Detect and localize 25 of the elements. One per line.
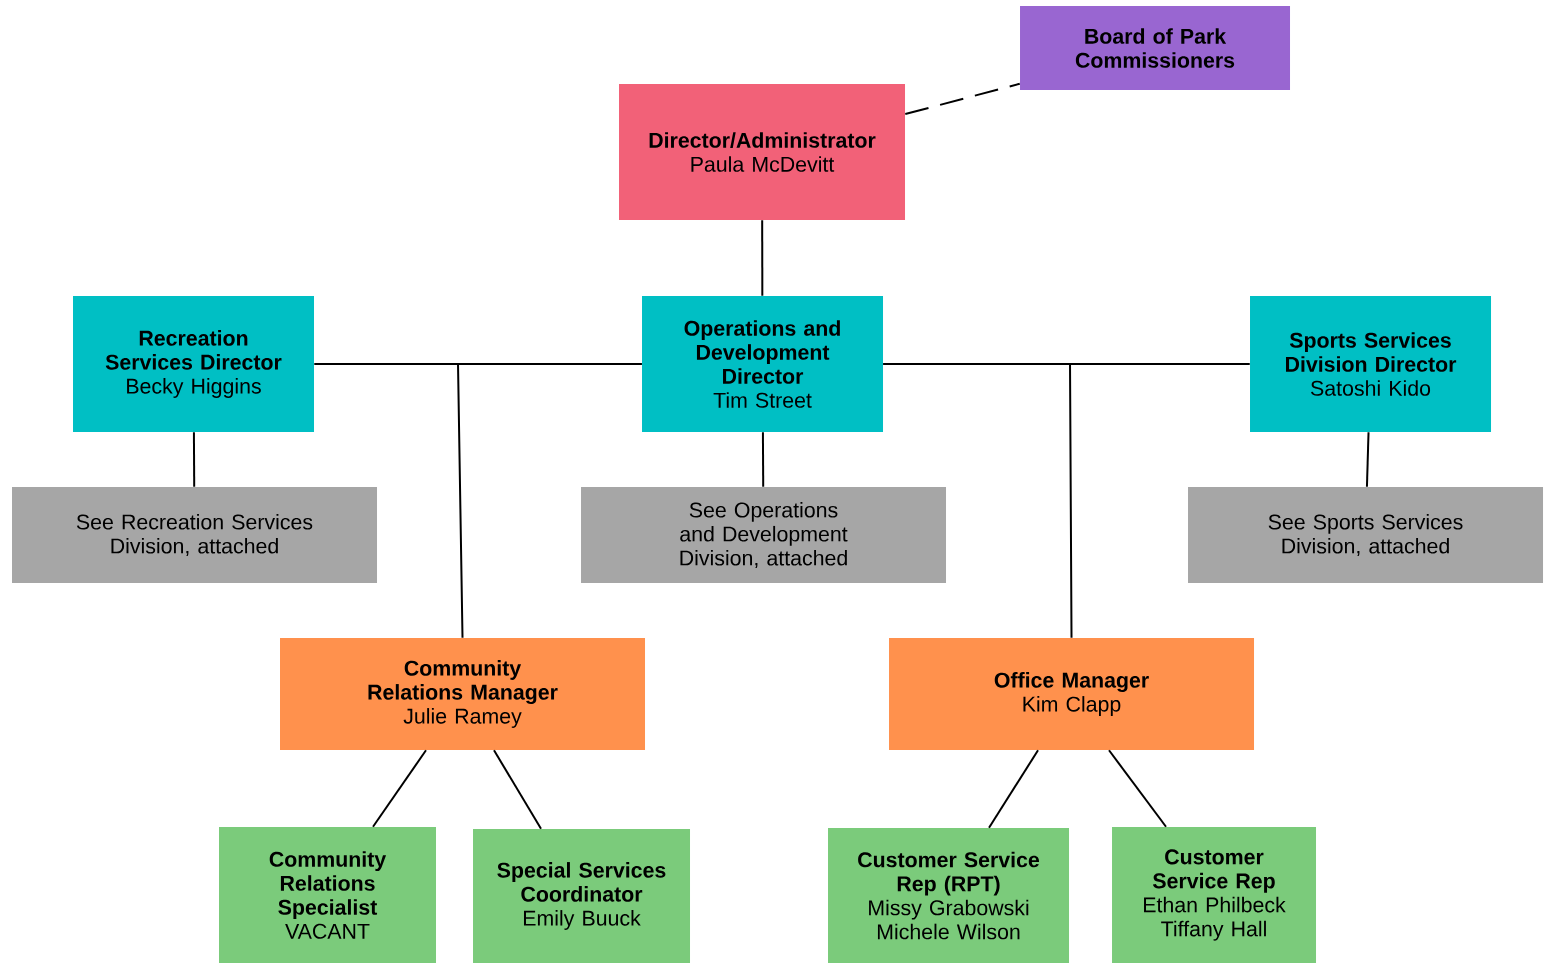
org-box: Sports Services Division Director Satoshi Kido <box>1250 296 1491 432</box>
org-box: Director/Administrator Paula McDevitt <box>619 84 905 220</box>
connector-line <box>761 431 765 488</box>
org-box: Customer Service Rep Ethan Philbeck Tiffany Hall <box>1112 827 1316 963</box>
connector-line <box>1365 431 1370 488</box>
connector-line <box>457 363 643 639</box>
connector-line <box>372 749 427 828</box>
connector-line <box>988 749 1039 829</box>
org-box: Community Relations Specialist VACANT <box>219 827 436 963</box>
org-box: See Sports Services Division, attached <box>1188 487 1543 583</box>
org-box: Community Relations Manager Julie Ramey <box>280 638 645 750</box>
org-box: Board of Park Commissioners <box>1020 6 1290 90</box>
org-box: Operations and Development Director Tim Street <box>642 296 883 432</box>
connector-line <box>493 749 542 830</box>
connector-line <box>882 363 1073 639</box>
org-box: See Recreation Services Division, attached <box>12 487 377 583</box>
org-box: Office Manager Kim Clapp <box>889 638 1254 750</box>
org-box: Special Services Coordinator Emily Buuck <box>473 829 690 963</box>
connector-line <box>1108 749 1167 828</box>
connector-line <box>192 431 196 488</box>
org-box: Customer Service Rep (RPT) Missy Grabowski Michele Wilson <box>828 828 1069 963</box>
connector-line <box>761 219 764 297</box>
connector-line <box>904 82 1021 116</box>
org-box: See Operations and Development Division, attached <box>581 487 946 583</box>
org-box: Recreation Services Director Becky Higgins <box>73 296 314 432</box>
